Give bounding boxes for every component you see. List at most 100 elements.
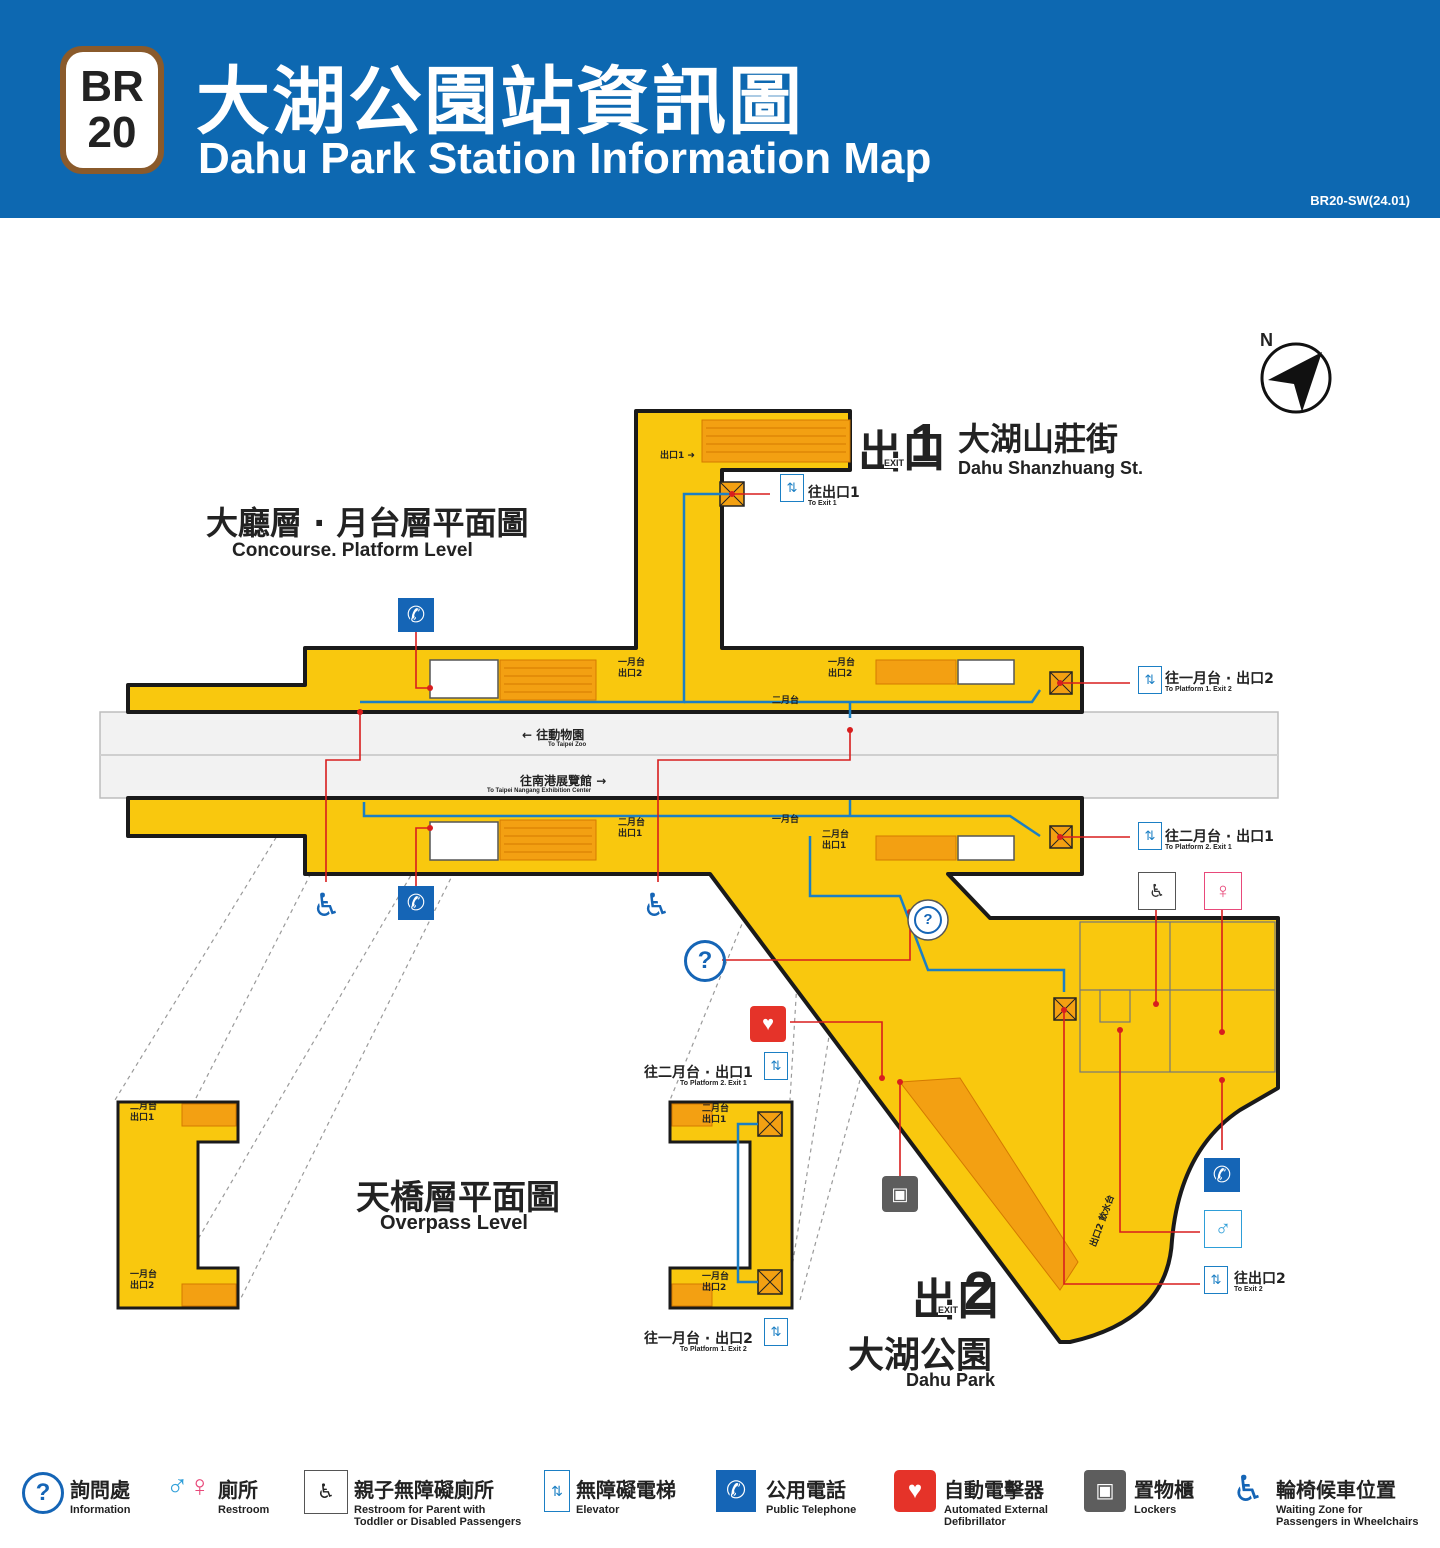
elevator-icon: ⇅ xyxy=(1204,1266,1228,1294)
exit1-street-en: Dahu Shanzhuang St. xyxy=(958,458,1144,478)
wheelchair-icon: ♿ xyxy=(642,887,671,923)
direction-to-zoo-zh: ← 往動物園 xyxy=(522,728,585,742)
elevator-label-p2-exit1-en: To Platform 2. Exit 1 xyxy=(1165,844,1232,851)
legend-label-en: Restroom xyxy=(218,1504,270,1516)
legend-label-zh: 無障礙電梯 xyxy=(576,1478,676,1502)
elevator-label-p1-exit2-zh: 往一月台 · 出口2 xyxy=(1165,671,1274,687)
family-restroom-icon: ♿ xyxy=(1138,872,1176,910)
legend-label-zh: 輪椅候車位置 xyxy=(1276,1478,1396,1502)
legend-label-en: Information xyxy=(70,1504,131,1516)
legend-label-en: Waiting Zone for Passengers in Wheelchai… xyxy=(1276,1504,1419,1528)
restroom-icon: ♂♀ xyxy=(166,1470,211,1503)
aed-icon: ♥ xyxy=(750,1006,786,1042)
elevator-icon: ⇅ xyxy=(780,474,804,502)
exit2-street-zh: 大湖公園 xyxy=(848,1335,993,1376)
information-icon: ? xyxy=(22,1472,64,1514)
overpass-east-sign-bottom: 一月台出口2 xyxy=(702,1272,730,1293)
sign-platform1-exit2: 一月台出口2 xyxy=(618,658,646,679)
information-icon: ? xyxy=(684,940,726,982)
overpass-floor xyxy=(116,1100,794,1310)
exit1-exit-word: EXIT xyxy=(884,458,905,468)
overpass-level-title-zh: 天橋層平面圖 xyxy=(356,1178,560,1218)
direction-to-nangang-zh: 往南港展覽館 → xyxy=(520,774,607,788)
elevator-label-to-exit2-zh: 往出口2 xyxy=(1234,1271,1286,1287)
wheelchair-icon: ♿ xyxy=(1232,1468,1265,1509)
overpass-elevator-label-p2-exit1-zh: 往二月台 · 出口1 xyxy=(644,1065,753,1081)
sign-platform1-lower: 一月台 xyxy=(772,815,800,825)
elevator-label-to-exit1-en: To Exit 1 xyxy=(808,500,837,507)
legend-label-zh: 廁所 xyxy=(218,1478,258,1502)
legend-label-en: Restroom for Parent with Toddler or Disa… xyxy=(354,1504,522,1528)
elevator-icon: ⇅ xyxy=(1138,666,1162,694)
legend-item-restroom: ♂♀ 廁所 Restroom xyxy=(166,1466,296,1536)
locker-icon: ▣ xyxy=(1084,1470,1126,1512)
legend: ? 詢問處 Information ♂♀ 廁所 Restroom ♿ 親子無障礙… xyxy=(0,1466,1440,1546)
overpass-east-sign-top: 二月台出口1 xyxy=(702,1104,730,1125)
elevator-callout-to-exit1: ⇅ xyxy=(780,474,804,502)
exit1-number: 1 xyxy=(910,413,941,473)
overpass-elevator-label-p1-exit2-zh: 往一月台 · 出口2 xyxy=(644,1331,753,1347)
elevator-label-p2-exit1-zh: 往二月台 · 出口1 xyxy=(1165,829,1274,845)
escalators xyxy=(499,419,1079,1291)
accessible-routes xyxy=(360,492,1066,992)
exit1-glyph: 出口 xyxy=(858,427,946,478)
locker-icon: ▣ xyxy=(882,1176,918,1212)
elevator-icon: ⇅ xyxy=(764,1052,788,1080)
sign-platform2-exit1: 二月台出口1 xyxy=(618,818,646,839)
telephone-icon: ✆ xyxy=(1204,1158,1240,1192)
family-restroom-icon: ♿ xyxy=(304,1470,348,1514)
legend-label-zh: 詢問處 xyxy=(70,1478,130,1502)
elevator-label-to-exit2-en: To Exit 2 xyxy=(1234,1286,1263,1293)
document-code: BR20-SW(24.01) xyxy=(1310,193,1410,208)
legend-label-en: Public Telephone xyxy=(766,1504,857,1516)
legend-label-zh: 自動電擊器 xyxy=(944,1478,1044,1502)
legend-item-family-restroom: ♿ 親子無障礙廁所 Restroom for Parent with Toddl… xyxy=(304,1466,524,1536)
compass-rose xyxy=(1260,342,1332,414)
telephone-icon: ✆ xyxy=(716,1470,756,1512)
information-icon: ? xyxy=(914,906,942,934)
overpass-elevator-label-p2-exit1-en: To Platform 2. Exit 1 xyxy=(680,1080,747,1087)
line-code: BR xyxy=(80,62,144,111)
station-number: 20 xyxy=(87,108,137,157)
sign-platform1-exit2-east: 一月台出口2 xyxy=(828,658,856,679)
legend-label-zh: 公用電話 xyxy=(766,1478,846,1502)
exit2-number: 2 xyxy=(964,1261,995,1321)
concourse-level-title-zh: 大廳層 · 月台層平面圖 xyxy=(206,504,529,542)
legend-label-zh: 親子無障礙廁所 xyxy=(354,1478,494,1502)
legend-item-lockers: ▣ 置物櫃 Lockers xyxy=(1084,1466,1214,1536)
legend-item-wheelchair: ♿ 輪椅候車位置 Waiting Zone for Passengers in … xyxy=(1232,1466,1432,1536)
legend-label-en: Elevator xyxy=(576,1504,620,1516)
overpass-elevator-label-p1-exit2-en: To Platform 1. Exit 2 xyxy=(680,1346,747,1353)
compass-north-label: N xyxy=(1260,330,1273,350)
direction-to-zoo-en: To Taipei Zoo xyxy=(548,742,587,748)
male-restroom-icon: ♂ xyxy=(1204,1210,1242,1248)
header-bar: BR 20 大湖公園站資訊圖 Dahu Park Station Informa… xyxy=(0,0,1440,218)
telephone-icon: ✆ xyxy=(398,886,434,920)
station-number-badge: BR 20 xyxy=(60,46,164,174)
exit2-street-en: Dahu Park xyxy=(906,1370,996,1390)
legend-item-information: ? 詢問處 Information xyxy=(22,1466,162,1536)
elevator-icon: ⇅ xyxy=(544,1470,570,1512)
wheelchair-icon: ♿ xyxy=(312,887,341,923)
legend-label-en: Lockers xyxy=(1134,1504,1177,1516)
aed-icon: ♥ xyxy=(894,1470,936,1512)
telephone-icon: ✆ xyxy=(398,598,434,632)
female-restroom-icon: ♀ xyxy=(1204,872,1242,910)
concourse-level-title-en: Concourse. Platform Level xyxy=(232,540,473,561)
sign-platform2-exit1-east: 二月台出口1 xyxy=(822,830,850,851)
exit1-street-zh: 大湖山莊街 xyxy=(958,420,1119,458)
legend-item-telephone: ✆ 公用電話 Public Telephone xyxy=(716,1466,876,1536)
elevator-label-to-exit1-zh: 往出口1 xyxy=(808,485,860,501)
overpass-level-title-en: Overpass Level xyxy=(380,1212,528,1234)
legend-item-aed: ♥ 自動電擊器 Automated External Defibrillator xyxy=(894,1466,1064,1536)
legend-label-zh: 置物櫃 xyxy=(1134,1478,1194,1502)
elevator-icon: ⇅ xyxy=(764,1318,788,1346)
overpass-west-sign-bottom: 一月台出口2 xyxy=(130,1270,158,1291)
direction-to-nangang-en: To Taipei Nangang Exhibition Center xyxy=(487,788,592,794)
page-title-zh: 大湖公園站資訊圖 xyxy=(196,59,804,145)
legend-item-elevator: ⇅ 無障礙電梯 Elevator xyxy=(544,1466,694,1536)
overpass-west-sign-top: 二月台出口1 xyxy=(130,1102,158,1123)
elevator-icon: ⇅ xyxy=(1138,822,1162,850)
sign-exit1-north: 出口1 ➜ xyxy=(660,451,695,461)
